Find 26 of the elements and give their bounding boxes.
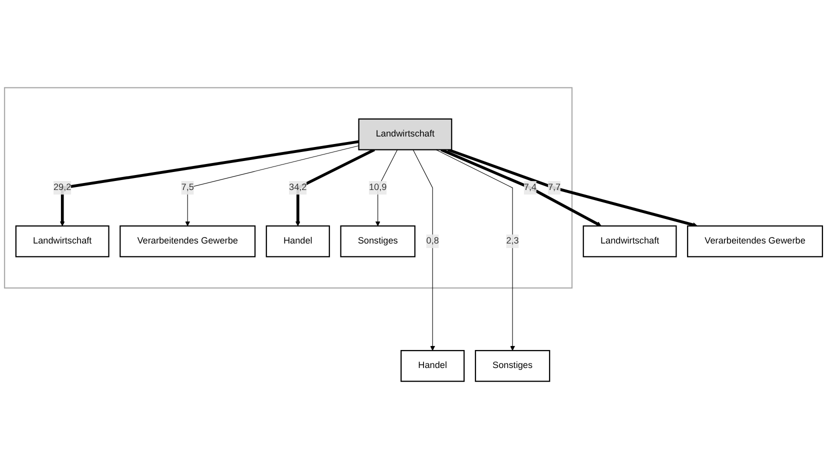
node-box: Verarbeitendes Gewerbe xyxy=(687,225,824,258)
arrow xyxy=(436,149,516,351)
edge-label: 10,9 xyxy=(368,182,387,192)
arrow xyxy=(440,148,602,226)
edge-label: 2,3 xyxy=(506,236,519,246)
node-box: Handel xyxy=(266,225,330,258)
arrow xyxy=(60,140,359,226)
edge-label: 29,2 xyxy=(53,182,72,192)
node-box: Sonstiges xyxy=(340,225,416,258)
arrow xyxy=(412,149,436,351)
node-box: Landwirtschaft xyxy=(358,118,452,150)
edge-label: 0,8 xyxy=(426,236,439,246)
arrow xyxy=(448,148,698,228)
edge-label: 7,4 xyxy=(524,182,537,192)
arrow xyxy=(185,145,360,226)
edge-label: 34,2 xyxy=(289,182,307,192)
arrow xyxy=(375,149,398,226)
edge-label: 7,7 xyxy=(548,182,561,192)
node-box: Landwirtschaft xyxy=(582,225,677,258)
node-box: Sonstiges xyxy=(474,350,550,382)
edge-label: 7,5 xyxy=(181,182,194,192)
cluster xyxy=(4,87,573,289)
arrow xyxy=(295,148,376,226)
node-box: Handel xyxy=(400,350,465,382)
node-box: Verarbeitendes Gewerbe xyxy=(120,225,256,258)
node-box: Landwirtschaft xyxy=(15,225,110,258)
